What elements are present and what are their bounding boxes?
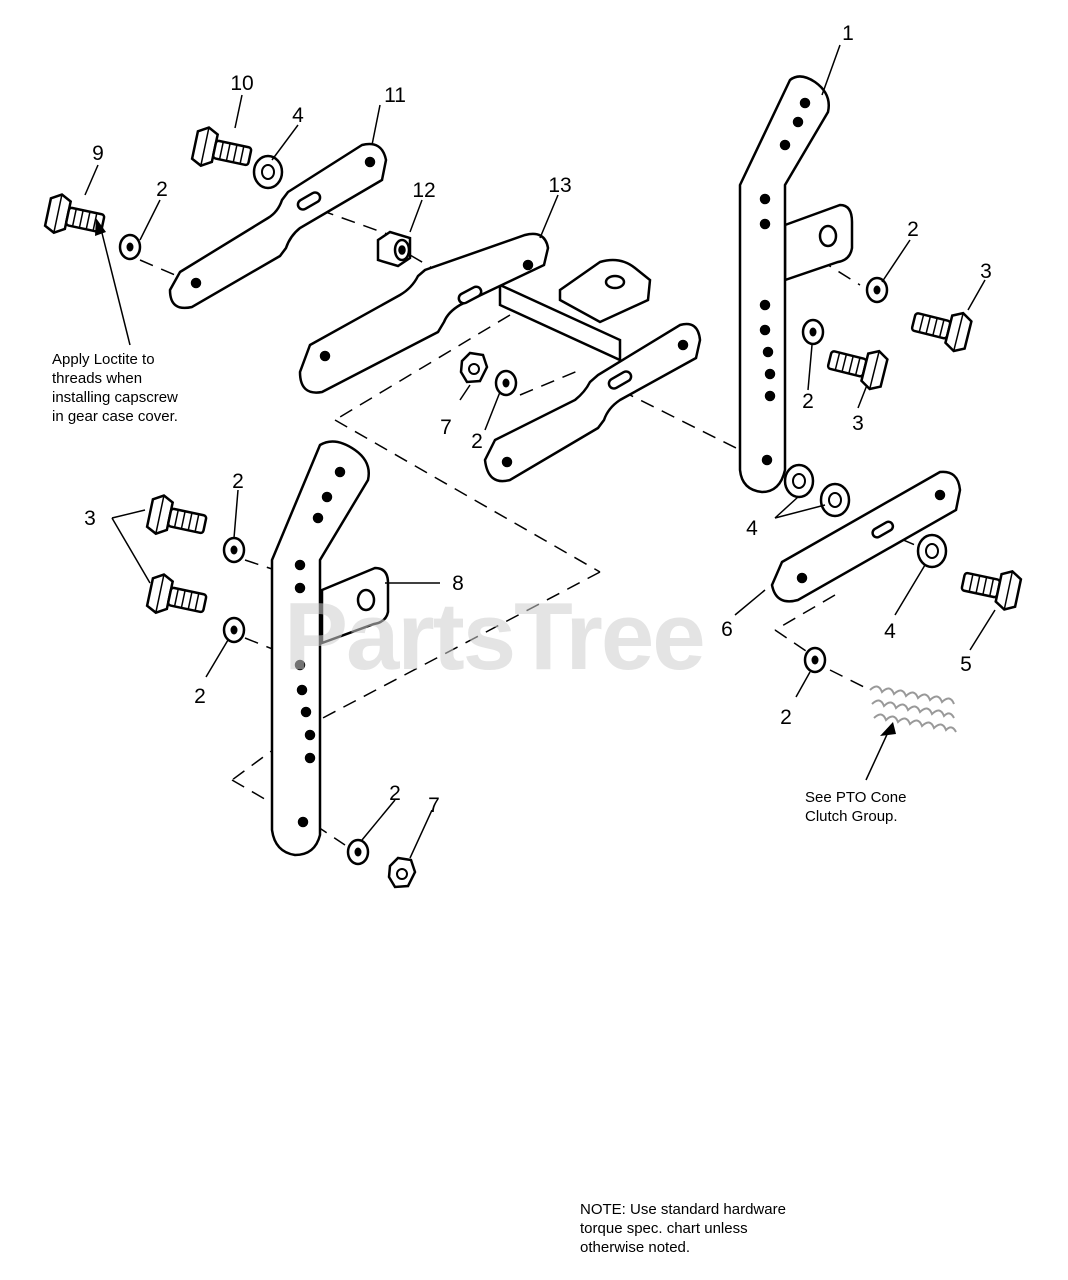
loctite-note: Apply Loctite to threads when installing… [52,351,178,425]
callout-7: 7 [428,794,440,817]
callout-3: 3 [84,507,96,530]
callout-2: 2 [471,430,483,453]
pto-spring [869,685,957,733]
callout-8: 8 [452,572,464,595]
callout-2: 2 [156,178,168,201]
callout-12: 12 [412,179,435,202]
pto-note: See PTO Cone Clutch Group. [805,789,907,825]
callout-1: 1 [842,22,854,45]
callout-9: 9 [92,142,104,165]
callout-4: 4 [884,620,896,643]
capscrew-part-5 [958,560,1024,613]
callout-4: 4 [292,104,304,127]
bracket-part-13 [298,232,702,483]
callout-3: 3 [852,412,864,435]
callout-3: 3 [980,260,992,283]
capscrew-part-3-mid-right [823,338,891,393]
arm-part-8 [270,440,390,857]
callout-2: 2 [802,390,814,413]
callout-numbers: 1 10 11 4 9 2 12 13 2 3 2 3 7 2 2 3 4 8 … [84,22,992,817]
callout-2: 2 [232,470,244,493]
capscrew-part-10 [189,124,256,177]
callout-7: 7 [440,416,452,439]
footer-note: NOTE: Use standard hardware torque spec.… [580,1201,786,1256]
leader-lines [84,44,996,859]
callout-5: 5 [960,653,972,676]
callout-6: 6 [721,618,733,641]
callout-2: 2 [194,685,206,708]
bar-part-6 [770,470,962,603]
capscrew-part-3-left-upper [144,492,211,545]
callout-11: 11 [384,84,406,107]
callout-2: 2 [780,706,792,729]
spacer-part-12 [376,230,412,268]
assembly-guide-lines [139,209,916,846]
capscrew-part-3-left-lower [144,571,211,624]
callout-13: 13 [548,174,571,197]
arrowhead-icon [95,218,106,236]
callout-2: 2 [907,218,919,241]
arrowhead-icon [880,722,896,736]
callout-2: 2 [389,782,401,805]
callout-10: 10 [230,72,253,95]
watermark: PartsTree [284,583,706,690]
arm-part-1 [738,75,854,494]
callout-4: 4 [746,517,758,540]
capscrew-part-3-upper-right [907,300,975,355]
bracket-part-11 [168,142,388,310]
